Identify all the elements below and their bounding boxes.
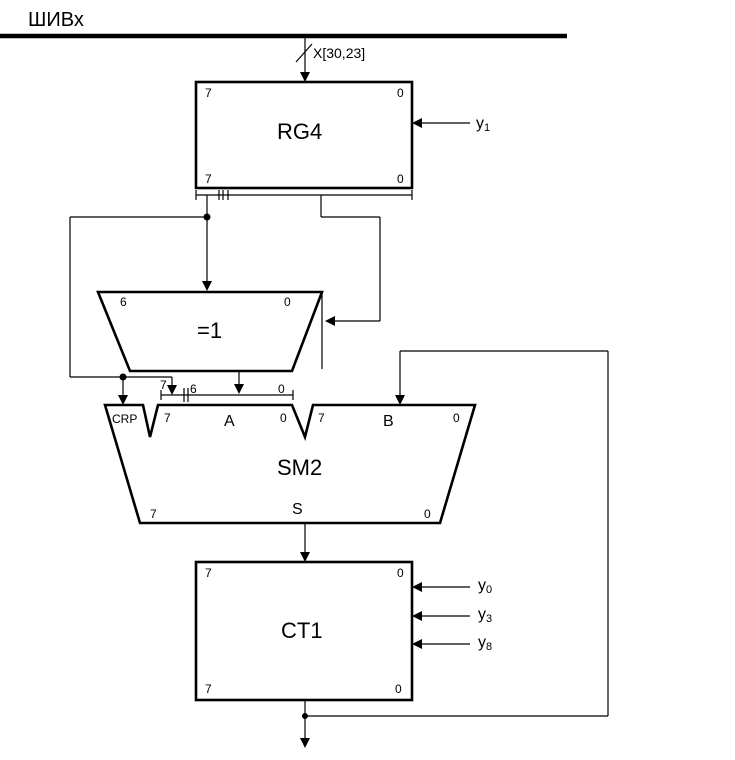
crp-arrow — [118, 395, 128, 405]
rg4-name: RG4 — [277, 119, 322, 144]
ct1-counter: CT1 7 0 7 0 — [194, 560, 414, 702]
rg4-box — [194, 80, 414, 190]
ct1-output-arrow — [300, 738, 310, 748]
ct1-y8-input: y8 — [412, 634, 492, 653]
rg4-input-arrow — [300, 72, 310, 82]
ct1-bit-top-left: 7 — [205, 566, 212, 580]
sm2-a-input-split — [160, 388, 294, 402]
sm2-name: SM2 — [277, 455, 322, 480]
rg4-output-split — [195, 190, 413, 200]
y0-letter: y — [478, 577, 486, 594]
sm2-a-name: A — [224, 413, 235, 430]
ct1-y3-input: y3 — [412, 606, 492, 625]
ct1-name: CT1 — [281, 618, 323, 643]
sm2-a-bit-left: 7 — [164, 411, 171, 425]
y8-index: 8 — [486, 641, 492, 653]
y0-label: y0 — [478, 577, 492, 596]
sm2-b-bit-left: 7 — [318, 411, 325, 425]
rg4-bit-bottom-right: 0 — [397, 172, 404, 186]
rg4-bit-top-left: 7 — [205, 86, 212, 100]
xor-name: =1 — [197, 318, 222, 343]
y1-index: 1 — [484, 122, 490, 134]
sm2-a-bus-lo: 0 — [278, 382, 285, 396]
bus-field-label: X[30,23] — [313, 45, 365, 61]
ct1-bit-bottom-right: 0 — [395, 682, 402, 696]
bus-width-slash — [295, 43, 313, 63]
bus-label: ШИВх — [28, 9, 84, 31]
xor-sign-arrow — [202, 281, 212, 291]
y3-index: 3 — [486, 613, 492, 625]
xor-bit-right: 0 — [284, 295, 291, 309]
xor-magnitude-arrow — [325, 316, 335, 326]
xor-bit-left: 6 — [120, 295, 127, 309]
y3-letter: y — [478, 606, 486, 623]
sm2-adder: SM2 CRP A 7 0 B 7 0 S 7 0 — [103, 403, 477, 525]
sm2-b-name: B — [383, 413, 394, 430]
xor-shape — [96, 290, 324, 373]
y8-letter: y — [478, 634, 486, 651]
ct1-bit-bottom-left: 7 — [205, 682, 212, 696]
ct1-input-arrow — [300, 552, 310, 562]
sm2-a-bus-hi: 7 — [160, 378, 167, 392]
ct1-bit-top-right: 0 — [397, 566, 404, 580]
rg4-bit-bottom-left: 7 — [205, 172, 212, 186]
sm2-carry-label: CRP — [112, 412, 137, 426]
xor-block: =1 6 0 — [96, 290, 324, 373]
sm2-shape — [103, 403, 477, 525]
ct1-y0-input: y0 — [412, 577, 492, 596]
sm2-s-bit-left: 7 — [150, 507, 157, 521]
y0-index: 0 — [486, 584, 492, 596]
sm2-a-bus-split: 6 — [190, 382, 197, 396]
y1-letter: y — [476, 115, 484, 132]
y8-label: y8 — [478, 634, 492, 653]
rg4-register: RG4 7 0 7 0 — [194, 80, 414, 190]
sm2-a-bit-right: 0 — [280, 411, 287, 425]
sm2-s-name: S — [292, 501, 303, 518]
xor-output-arrow — [234, 384, 244, 394]
sm2-b-input-arrow — [395, 395, 405, 405]
ct1-box — [194, 560, 414, 702]
y1-input-arrow — [412, 118, 422, 128]
a7-arrow — [167, 385, 177, 395]
y3-label: y3 — [478, 606, 492, 625]
sm2-b-bit-right: 0 — [453, 411, 460, 425]
sm2-s-bit-right: 0 — [424, 507, 431, 521]
y1-label: y1 — [476, 115, 490, 134]
rg4-bit-top-right: 0 — [397, 86, 404, 100]
